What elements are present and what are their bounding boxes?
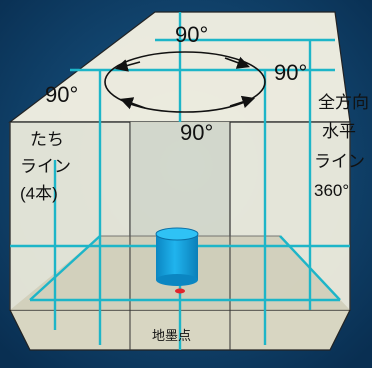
horizontal-label-line4: 360° — [314, 181, 349, 200]
angle-label-right: 90° — [274, 60, 307, 85]
vertical-label-line2: ライン — [20, 157, 71, 176]
laser-device — [155, 227, 199, 286]
plumb-label: 地墨点 — [152, 328, 191, 343]
rotation-arrow-icon — [119, 97, 146, 110]
plumb-dot — [175, 288, 185, 294]
horizontal-label-line1: 全方向 — [318, 93, 369, 112]
horizontal-laser-line — [29, 235, 101, 301]
angle-label-bottom: 90° — [180, 120, 213, 145]
vertical-label-line3: (4本) — [20, 184, 58, 203]
vertical-label-line1: たち — [30, 130, 64, 149]
rotation-arrow-icon — [224, 56, 251, 69]
device-top — [155, 227, 199, 241]
rotation-ellipse — [104, 51, 266, 113]
angle-label-left: 90° — [45, 82, 78, 107]
rotation-arrow-icon — [114, 59, 141, 72]
device-body — [156, 234, 198, 280]
horizontal-label-line3: ライン — [314, 152, 365, 171]
angle-label-top: 90° — [175, 22, 208, 47]
horizontal-label-line2: 水平 — [322, 122, 356, 141]
rotation-arrow-icon — [229, 95, 256, 109]
device-base — [156, 274, 198, 286]
laser-lines — [10, 12, 350, 350]
rotation-indicator — [104, 51, 266, 113]
